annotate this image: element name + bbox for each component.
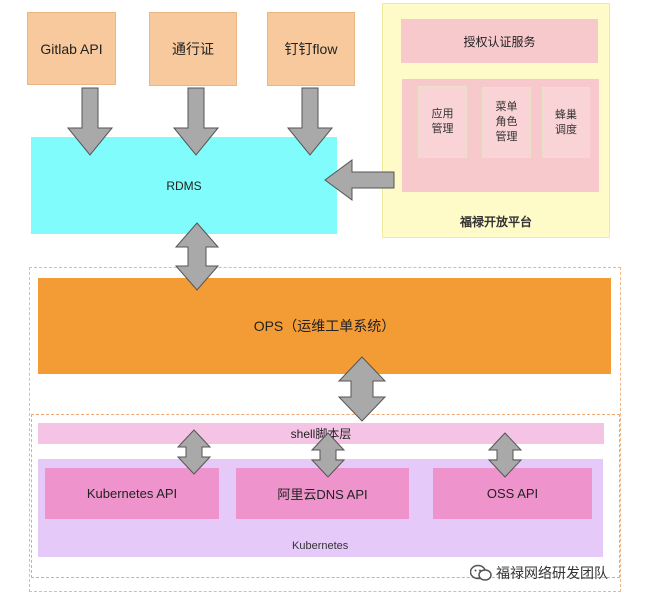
menu-role-management-box: 菜单 角色 管理 bbox=[482, 87, 531, 158]
gitlab-api-label: Gitlab API bbox=[40, 40, 103, 57]
wechat-icon bbox=[470, 564, 492, 581]
hive-scheduling-line-1: 蜂巢 bbox=[555, 108, 577, 121]
app-management-line-2: 管理 bbox=[431, 123, 454, 135]
auth-service-label: 授权认证服务 bbox=[463, 34, 536, 49]
app-management-line-1: 应用 bbox=[431, 108, 454, 120]
kubernetes-api-box: Kubernetes API bbox=[45, 468, 219, 519]
menu-role-line-3: 管理 bbox=[495, 131, 518, 143]
platform-title: 福禄开放平台 bbox=[460, 215, 533, 229]
watermark-text: 福禄网络研发团队 bbox=[496, 565, 608, 581]
double-arrow-k8s-api bbox=[176, 429, 212, 475]
rdms-box: RDMS bbox=[31, 137, 337, 234]
dingding-flow-label: 钉钉flow bbox=[284, 41, 338, 57]
down-arrow-pass bbox=[172, 87, 220, 156]
ops-outer-dashed-frame bbox=[29, 267, 621, 592]
aliyun-dns-api-label: 阿里云DNS API bbox=[277, 487, 368, 502]
shell-layer-box: shell脚本层 bbox=[38, 423, 604, 444]
hive-scheduling-box: 蜂巢 调度 bbox=[542, 87, 590, 158]
kubernetes-label: Kubernetes bbox=[292, 540, 349, 552]
menu-role-line-1: 菜单 bbox=[495, 101, 518, 113]
aliyun-dns-api-box: 阿里云DNS API bbox=[236, 468, 409, 519]
menu-role-line-2: 角色 bbox=[495, 116, 518, 128]
shell-layer-label: shell脚本层 bbox=[290, 427, 352, 441]
rdms-label: RDMS bbox=[166, 178, 202, 193]
double-arrow-ops-shell bbox=[337, 356, 387, 422]
down-arrow-gitlab bbox=[66, 87, 114, 156]
hive-scheduling-line-2: 调度 bbox=[555, 123, 577, 136]
watermark: 福禄网络研发团队 bbox=[470, 563, 608, 583]
gitlab-api-box: Gitlab API bbox=[27, 12, 116, 85]
ops-label: OPS（运维工单系统） bbox=[253, 318, 396, 334]
kubernetes-api-label: Kubernetes API bbox=[86, 486, 178, 501]
down-arrow-dingding bbox=[286, 87, 334, 156]
double-arrow-rdms-ops bbox=[174, 222, 220, 291]
pass-box: 通行证 bbox=[149, 12, 237, 86]
double-arrow-dns-api bbox=[310, 432, 346, 478]
oss-api-label: OSS API bbox=[486, 486, 539, 501]
ops-box: OPS（运维工单系统） bbox=[38, 278, 611, 374]
dingding-flow-box: 钉钉flow bbox=[267, 12, 355, 86]
pass-label: 通行证 bbox=[172, 41, 214, 57]
auth-service-box: 授权认证服务 bbox=[401, 19, 598, 63]
shell-k8s-dashed-frame bbox=[31, 414, 620, 578]
left-arrow-platform-to-rdms bbox=[324, 159, 395, 201]
double-arrow-oss-api bbox=[487, 432, 523, 478]
oss-api-box: OSS API bbox=[433, 468, 592, 519]
app-management-box: 应用 管理 bbox=[418, 86, 467, 158]
